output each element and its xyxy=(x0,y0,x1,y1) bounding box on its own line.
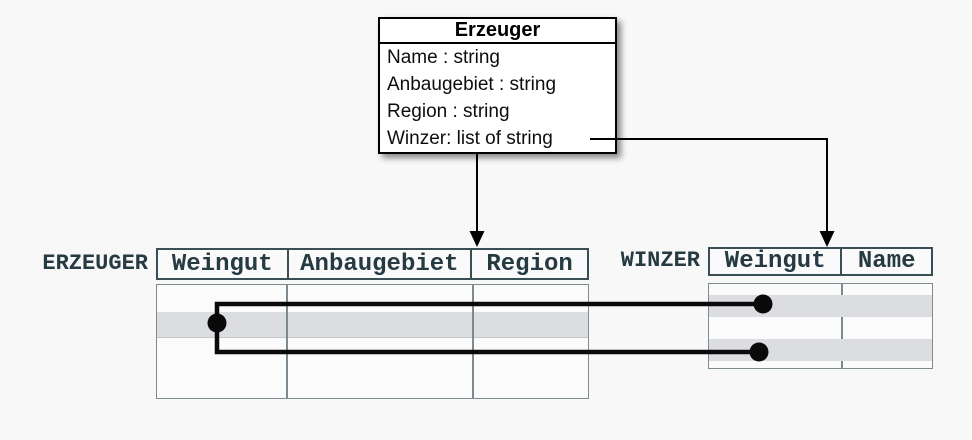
class-attribute-name: Name : string xyxy=(387,47,500,68)
erzeuger-column-region: Region xyxy=(470,250,587,278)
class-attribute-region: Region : string xyxy=(387,101,510,122)
winzer-highlighted-row-1 xyxy=(709,295,932,317)
erzeuger-table-label: ERZEUGER xyxy=(42,251,148,276)
winzer-highlighted-row-2 xyxy=(709,339,932,361)
winzer-table-body xyxy=(708,283,933,369)
uml-class-box-erzeuger: Erzeuger Name : string Anbaugebiet : str… xyxy=(378,17,617,154)
winzer-table-label: WINZER xyxy=(620,248,700,273)
erzeuger-column-divider xyxy=(472,285,474,398)
arrowhead-down-icon xyxy=(469,231,485,247)
winzer-column-weingut: Weingut xyxy=(724,249,826,274)
winzer-column-divider xyxy=(841,284,843,368)
erzeuger-column-anbaugebiet: Anbaugebiet xyxy=(286,250,471,278)
erzeuger-column-divider xyxy=(286,285,288,398)
arrowhead-down-icon xyxy=(819,231,835,247)
class-attribute-winzer: Winzer: list of string xyxy=(387,128,553,149)
class-attribute-anbaugebiet: Anbaugebiet : string xyxy=(387,74,557,95)
erzeuger-table-body xyxy=(156,284,589,399)
winzer-table-header: Weingut Name xyxy=(708,247,933,276)
class-title: Erzeuger xyxy=(380,19,615,44)
erzeuger-highlighted-row xyxy=(157,312,588,338)
erzeuger-table-header: Weingut Anbaugebiet Region xyxy=(156,248,589,280)
winzer-attr-to-winzer-arrow-line xyxy=(590,138,828,235)
winzer-column-name: Name xyxy=(840,249,931,274)
erzeuger-column-weingut: Weingut xyxy=(171,250,273,278)
class-attribute-list: Name : string Anbaugebiet : string Regio… xyxy=(380,44,615,152)
